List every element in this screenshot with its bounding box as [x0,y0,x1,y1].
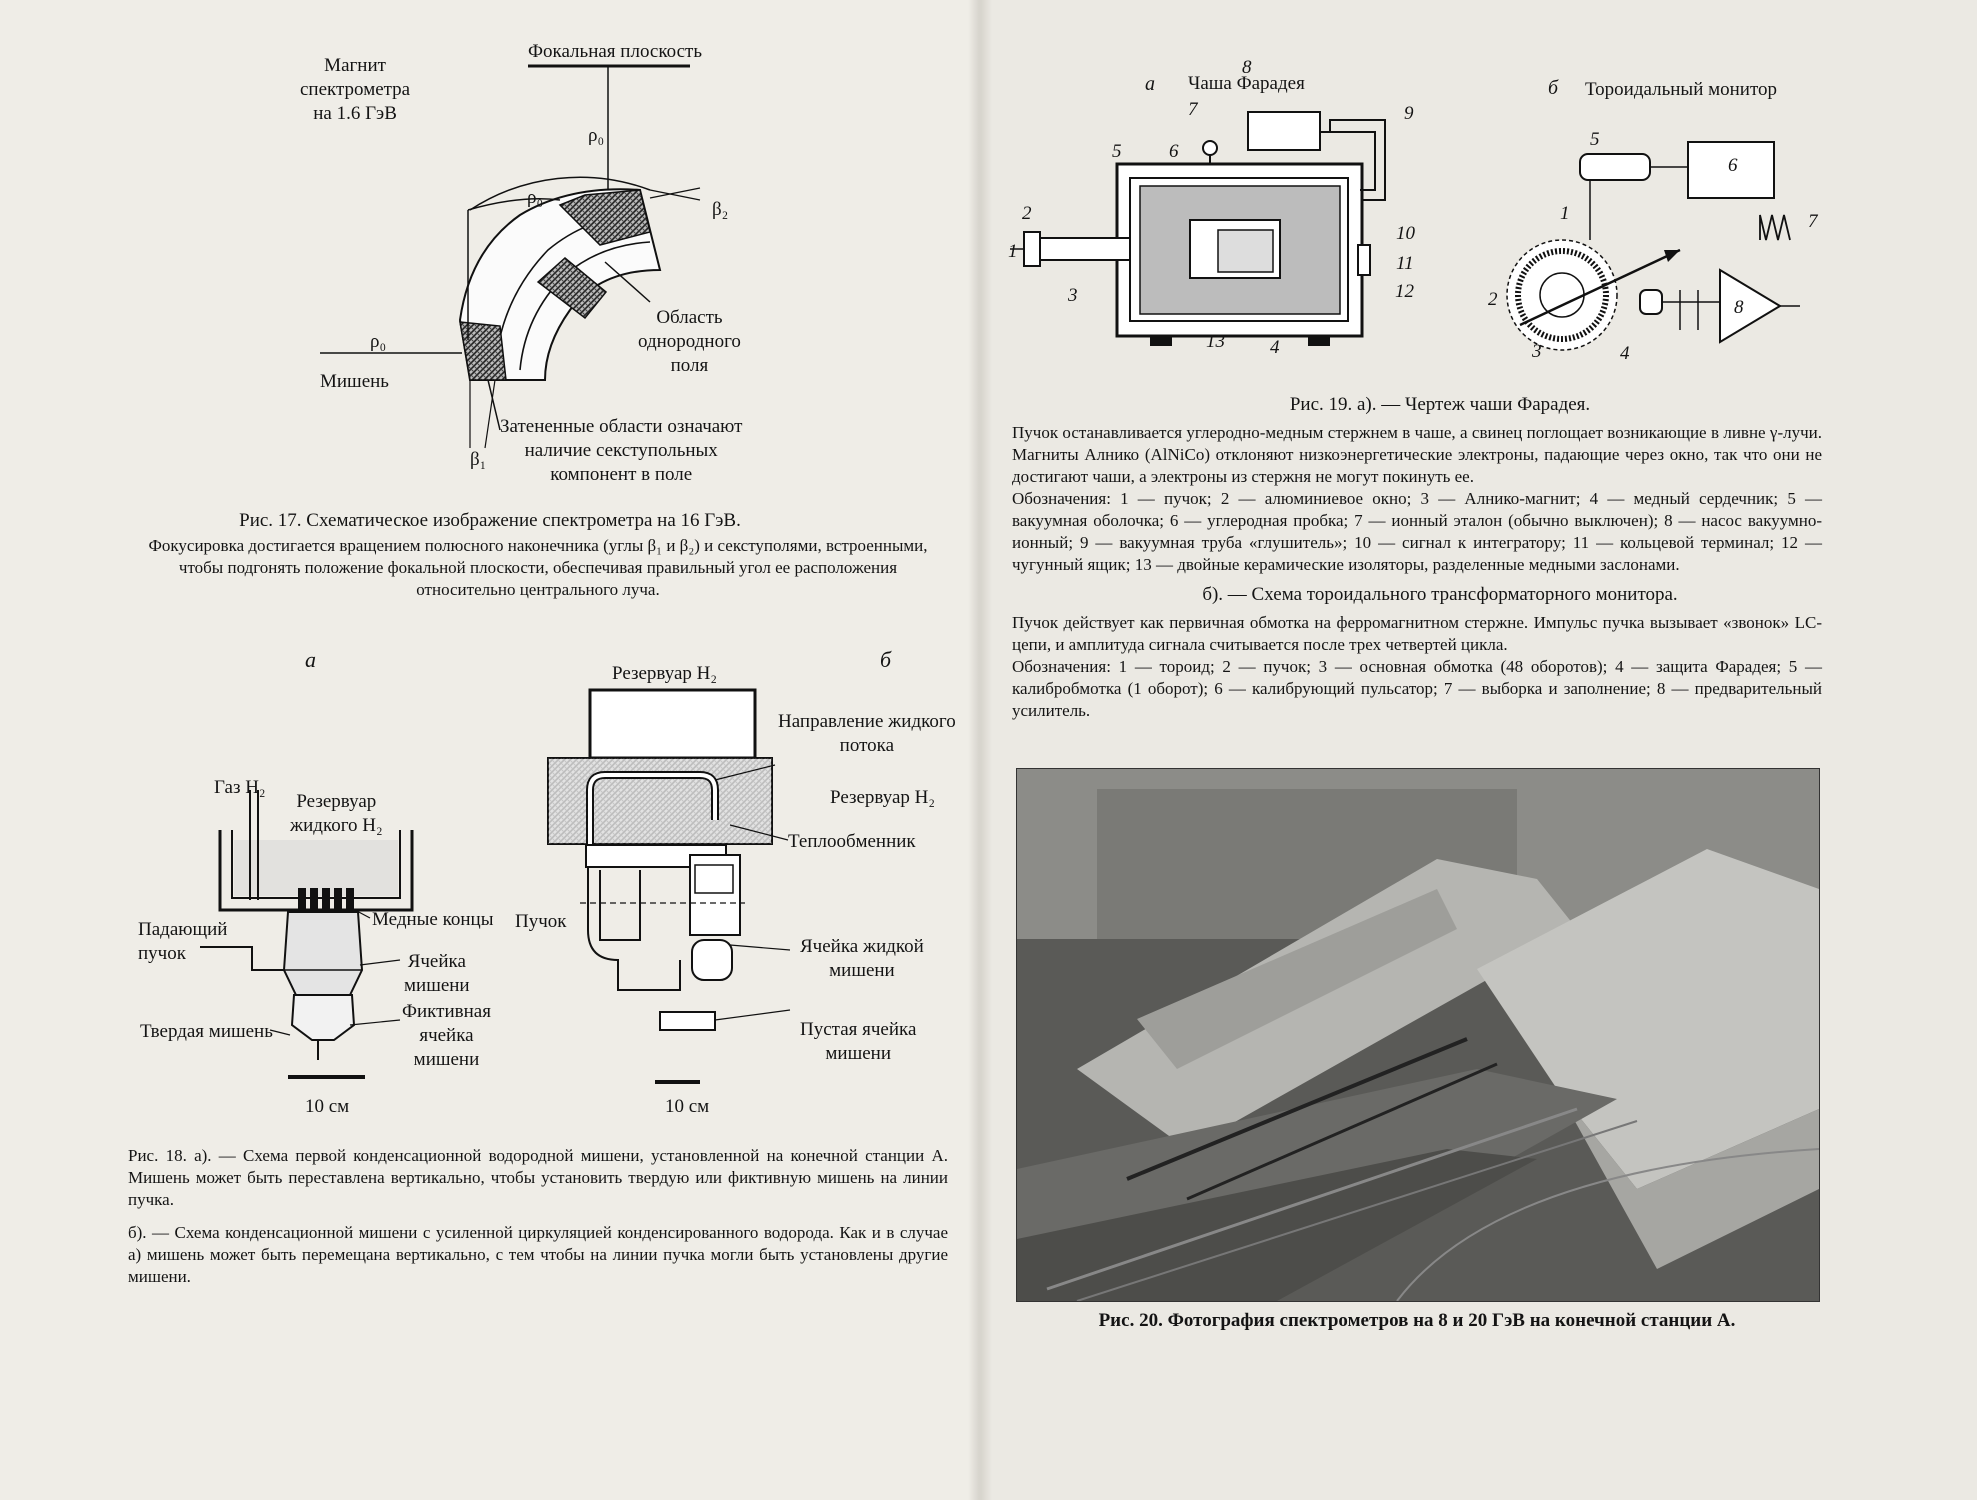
fig17-shaded-line3: компонент в поле [550,464,693,485]
fig17-magnet-line2: спектрометра [300,79,411,100]
fig19a-num-10: 10 [1396,223,1415,244]
fig17-shaded-line1: Затененные области означают [500,416,743,437]
fig19a-num-5: 5 [1112,141,1122,162]
fig18a-dummy-line3: мишени [413,1049,480,1070]
fig18b-direction-line1: Направление жидкого [778,711,956,732]
fig20-caption: Рис. 20. Фотография спектрометров на 8 и… [1098,1310,1736,1331]
fig17-rho-top: ρ₀ [588,125,605,146]
fig17-shaded-label: Затененные области означают наличие секс… [500,415,742,487]
fig19a-num-9: 9 [1404,103,1414,124]
fig18b-beam-label: Пучок [515,911,567,932]
fig19-text-a: Пучок останавливается углеродно-медным с… [1012,423,1822,486]
book-gutter [968,0,992,1500]
fig17-text: Фокусировка достигается вращением полюсн… [148,536,928,599]
fig19b-num-7: 7 [1808,211,1818,232]
fig19b-num-6: 6 [1728,155,1738,176]
fig18b-scale-label: 10 см [665,1096,710,1117]
fig17-focal-label: Фокальная плоскость [528,41,702,62]
fig18b-reservoir-label: Резервуар H₂ [830,787,936,808]
fig19b-toroid-monitor [1506,141,1800,351]
fig19b-num-4: 4 [1620,343,1630,364]
fig17-uniform-line2: однородного [638,331,741,352]
fig17-magnet-label: Магнит спектрометра на 1.6 ГэВ [300,54,410,126]
fig18b-direction-line2: потока [839,735,895,756]
fig17-uniform-line3: поля [670,355,709,376]
fig18b-direction-label: Направление жидкого потока [778,710,956,758]
fig18b-empty-cell-label: Пустая ячейка мишени [800,1018,916,1066]
fig19-title-b: Тороидальный монитор [1585,79,1778,100]
fig18a-reservoir-line2: жидкого H₂ [290,815,383,836]
fig18a-falling-line2: пучок [138,943,186,964]
fig18b-liquid-cell-line1: Ячейка жидкой [800,936,924,957]
fig19b-num-5: 5 [1590,129,1600,150]
fig17-rho-target: ρ₀ [370,331,387,352]
fig17-beta2: β₂ [712,199,729,220]
fig19a-num-13: 13 [1206,331,1225,352]
fig19a-num-12: 12 [1395,281,1414,302]
fig19-legend-a: Обозначения: 1 — пучок; 2 — алюминиевое … [1012,489,1822,574]
fig19a-num-8: 8 [1242,57,1252,78]
fig19-caption: Рис. 19. а). — Чертеж чаши Фарадея. [1289,394,1591,415]
fig18a-falling-label: Падающий пучок [138,918,227,966]
fig18a-cell-label: Ячейка мишени [404,950,470,998]
fig17-beta1: β₁ [470,449,487,470]
fig18-caption-a: Рис. 18. а). — Схема первой конденсацион… [128,1146,948,1209]
fig17-spectrometer-diagram [320,64,701,449]
fig19-mark-a: а [1145,73,1155,95]
fig19b-num-1: 1 [1560,203,1570,224]
fig19a-num-7: 7 [1188,99,1198,120]
fig19a-num-11: 11 [1396,253,1414,274]
fig17-target-label: Мишень [320,371,389,392]
fig19a-num-1: 1 [1008,241,1018,262]
fig18a-diagram [200,790,414,1079]
fig19a-num-3: 3 [1068,285,1078,306]
fig19-caption-b: б). — Схема тороидального трансформаторн… [1202,584,1678,605]
fig18a-dummy-line2: ячейка [419,1025,474,1046]
fig18-mark-a: а [305,647,316,672]
fig18b-empty-cell-line2: мишени [825,1043,891,1064]
fig18a-cell-line2: мишени [404,975,470,996]
fig18a-dummy-label: Фиктивная ячейка мишени [402,1000,491,1072]
fig19a-num-6: 6 [1169,141,1179,162]
fig19b-num-8: 8 [1734,297,1744,318]
fig18a-dummy-line1: Фиктивная [402,1001,491,1022]
fig18a-reservoir-line1: Резервуар [296,791,377,812]
fig17-caption: Рис. 17. Схематическое изображение спект… [239,510,741,531]
fig18b-empty-cell-line1: Пустая ячейка [800,1019,917,1040]
fig19a-num-2: 2 [1022,203,1032,224]
fig19-mark-b: б [1548,77,1559,99]
fig17-rho-mid: ρ₀ [527,187,544,208]
fig19a-faraday-cup [1010,111,1386,346]
fig19a-num-4: 4 [1270,337,1280,358]
fig18a-scale-label: 10 см [305,1096,350,1117]
fig17-magnet-line3: на 1.6 ГэВ [313,103,397,124]
fig18a-falling-line1: Падающий [138,919,228,940]
fig18b-liquid-cell-line2: мишени [829,960,895,981]
fig18-mark-b: б [880,647,892,672]
fig18-caption-b: б). — Схема конденсационной мишени с уси… [128,1223,948,1286]
fig17-magnet-line1: Магнит [324,55,386,76]
fig18a-cell-line1: Ячейка [407,951,466,972]
fig18a-solid-label: Твердая мишень [140,1021,273,1042]
fig18a-gas-label: Газ H₂ [214,777,266,798]
fig19b-num-2: 2 [1488,289,1498,310]
fig19b-num-3: 3 [1532,341,1542,362]
fig17-uniform-label: Область однородного поля [638,306,741,378]
fig20-photo [1016,768,1820,1302]
fig18b-exchanger-label: Теплообменник [788,831,916,852]
fig17-uniform-line1: Область [656,307,723,328]
fig17-shaded-line2: наличие секступольных [524,440,718,461]
fig19-title-a: Чаша Фарадея [1188,73,1305,94]
fig18b-reservoir-top: Резервуар H₂ [612,663,718,684]
fig19-legend-b: Обозначения: 1 — тороид; 2 — пучок; 3 — … [1012,657,1822,720]
fig18b-diagram [547,688,791,1084]
fig19-text-b: Пучок действует как первичная обмотка на… [1012,613,1822,654]
fig18b-liquid-cell-label: Ячейка жидкой мишени [800,935,924,983]
fig18a-copper-label: Медные концы [372,909,494,930]
fig18a-reservoir-label: Резервуар жидкого H₂ [290,790,383,838]
